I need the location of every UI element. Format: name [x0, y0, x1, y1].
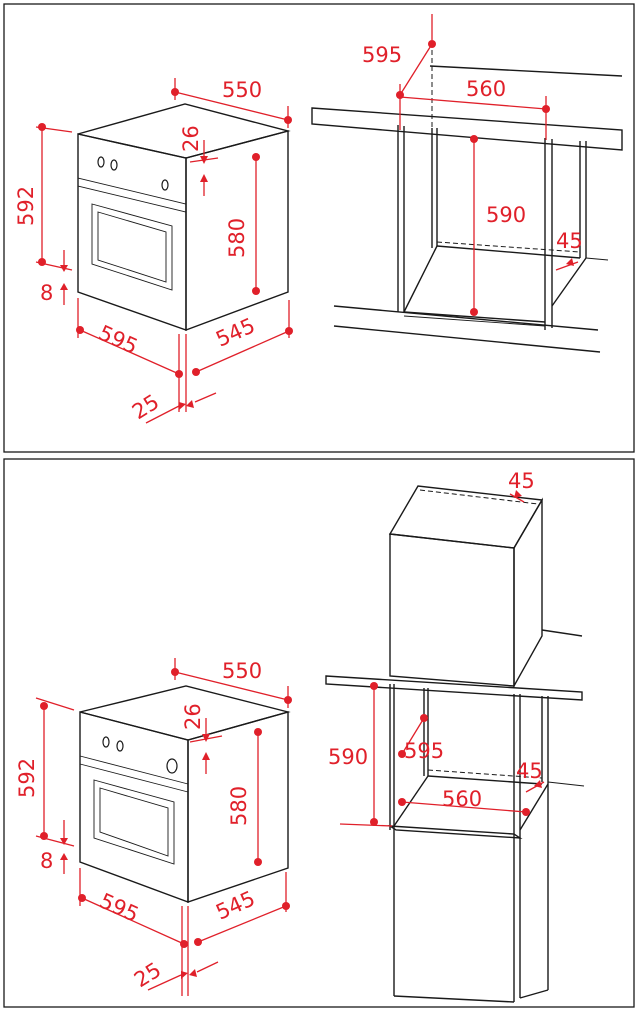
tall-cabinet-drawing [325, 485, 585, 1003]
height-580-label: 580 [227, 786, 251, 826]
niche-depth-595-label: 595 [362, 43, 402, 67]
niche-width-560-label: 560 [442, 787, 482, 811]
panel-bottom: 550 592 8 26 580 595 [3, 458, 635, 1008]
knob-icon [116, 740, 124, 752]
niche-height-590-label: 590 [328, 745, 368, 769]
knob-icon [102, 736, 110, 748]
panel-frame-bottom [3, 458, 635, 1008]
depth-550-label: 550 [222, 78, 262, 102]
niche-dimensions-top: 595 560 590 45 [362, 14, 583, 316]
offset-26-label: 26 [181, 703, 205, 730]
offset-8-label: 8 [40, 281, 53, 305]
niche-width-560-label: 560 [466, 77, 506, 101]
panel-frame-top [3, 3, 635, 453]
top-vent-45-label: 45 [508, 469, 535, 493]
niche-vent-45-label: 45 [556, 229, 583, 253]
oven-dimensions-top: 550 592 8 26 580 595 [14, 78, 293, 424]
height-580-label: 580 [225, 218, 249, 258]
tall-cabinet-dimensions: 45 590 595 45 560 [328, 469, 545, 827]
niche-depth-595-label: 595 [404, 739, 444, 763]
knob-icon [161, 179, 169, 191]
niche-height-590-label: 590 [486, 203, 526, 227]
knob-icon [110, 159, 118, 171]
height-592-label: 592 [14, 186, 38, 226]
knob-icon [97, 156, 105, 168]
niche-vent-45-label: 45 [516, 759, 543, 783]
depth-550-label: 550 [222, 659, 262, 683]
panel-top: 550 592 8 26 580 595 [3, 3, 635, 453]
knob-icon [166, 758, 178, 774]
oven-drawing-bottom [79, 685, 291, 904]
niche-drawing-top [311, 42, 623, 353]
oven-drawing-top [77, 103, 291, 332]
offset-8-label: 8 [40, 849, 53, 873]
height-592-label: 592 [15, 758, 39, 798]
offset-26-label: 26 [179, 125, 203, 152]
